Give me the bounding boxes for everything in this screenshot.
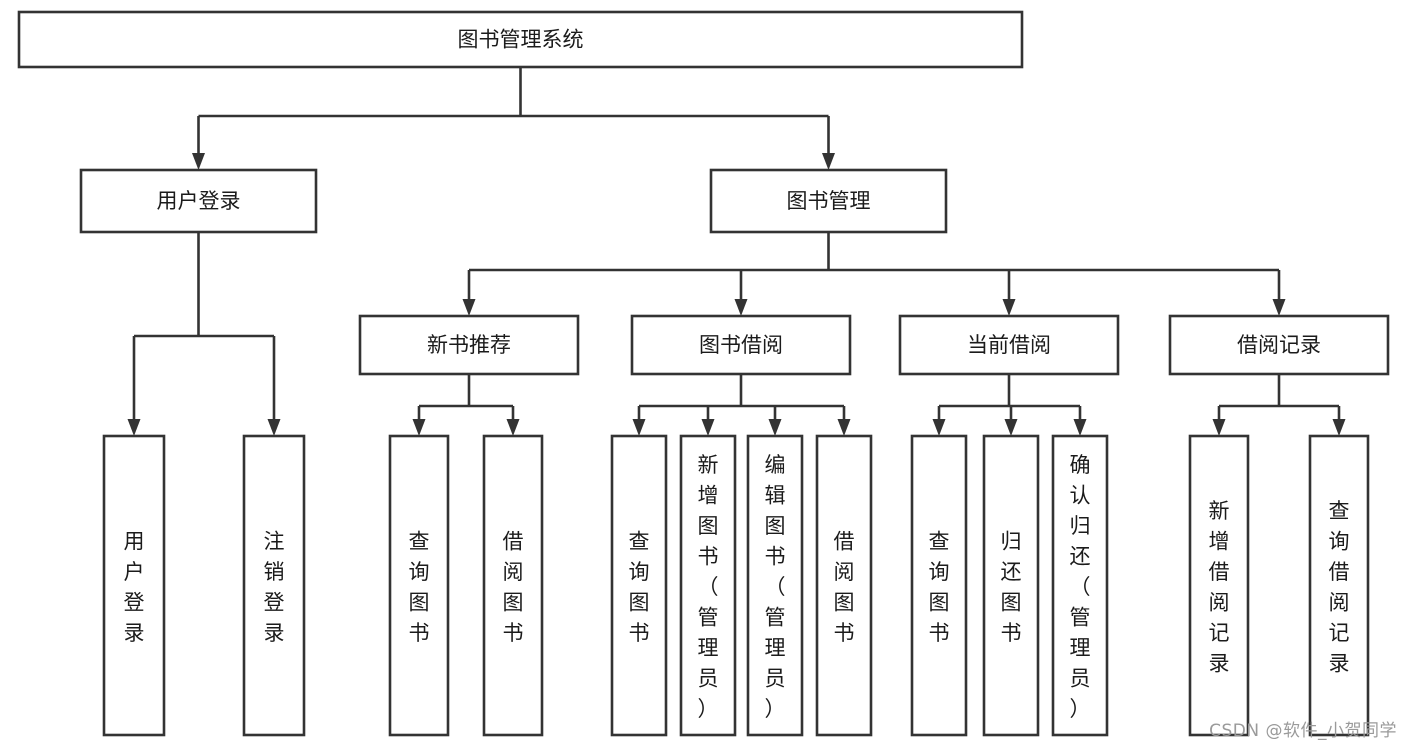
node-book-manage[interactable]: 图书管理 <box>709 168 948 234</box>
node-root[interactable]: 图书管理系统 <box>17 10 1024 69</box>
node-leaf-query-book-2[interactable]: 查询图书 <box>610 434 668 737</box>
node-layer: 图书管理系统用户登录图书管理新书推荐图书借阅当前借阅借阅记录用户登录注销登录查询… <box>17 10 1390 737</box>
node-label: 用户登录 <box>124 529 145 645</box>
node-user-login[interactable]: 用户登录 <box>79 168 318 234</box>
node-box[interactable] <box>910 434 968 737</box>
node-borrow-record[interactable]: 借阅记录 <box>1168 314 1390 376</box>
node-label: 当前借阅 <box>967 333 1051 357</box>
node-label: 确认归还（管理员） <box>1070 453 1091 721</box>
node-label: 借阅记录 <box>1237 333 1321 357</box>
node-label: 查询图书 <box>409 529 430 645</box>
node-label: 新书推荐 <box>427 333 511 357</box>
node-current-borrow[interactable]: 当前借阅 <box>898 314 1120 376</box>
node-label: 编辑图书（管理员） <box>765 453 786 721</box>
edge-group-root <box>192 67 835 170</box>
node-label: 查询图书 <box>929 529 950 645</box>
node-box[interactable] <box>746 434 804 737</box>
node-leaf-confirm-return[interactable]: 确认归还（管理员） <box>1051 434 1109 737</box>
node-box[interactable] <box>242 434 306 737</box>
node-label: 查询图书 <box>629 529 650 645</box>
node-leaf-logout[interactable]: 注销登录 <box>242 434 306 737</box>
node-box[interactable] <box>709 168 948 234</box>
node-box[interactable] <box>1308 434 1370 737</box>
node-box[interactable] <box>1051 434 1109 737</box>
node-label: 图书借阅 <box>699 333 783 357</box>
node-leaf-add-record[interactable]: 新增借阅记录 <box>1188 434 1250 737</box>
node-box[interactable] <box>630 314 852 376</box>
node-box[interactable] <box>610 434 668 737</box>
node-label: 归还图书 <box>1001 529 1022 645</box>
node-leaf-return-book[interactable]: 归还图书 <box>982 434 1040 737</box>
node-box[interactable] <box>679 434 737 737</box>
node-leaf-borrow-book-2[interactable]: 借阅图书 <box>815 434 873 737</box>
edge-group-book-manage <box>462 232 1286 316</box>
node-box[interactable] <box>815 434 873 737</box>
edge-group-new-book-recommend <box>412 374 520 436</box>
node-label: 图书管理系统 <box>458 28 584 52</box>
node-label: 借阅图书 <box>503 529 524 645</box>
node-box[interactable] <box>102 434 166 737</box>
csdn-watermark: CSDN @软件_小贺同学 <box>1209 721 1397 741</box>
node-leaf-user-login[interactable]: 用户登录 <box>102 434 166 737</box>
edge-group-book-borrow <box>632 374 851 436</box>
node-leaf-add-book[interactable]: 新增图书（管理员） <box>679 434 737 737</box>
node-box[interactable] <box>898 314 1120 376</box>
node-box[interactable] <box>388 434 450 737</box>
node-box[interactable] <box>79 168 318 234</box>
node-label: 用户登录 <box>157 189 241 213</box>
node-leaf-borrow-book-1[interactable]: 借阅图书 <box>482 434 544 737</box>
node-leaf-query-record[interactable]: 查询借阅记录 <box>1308 434 1370 737</box>
node-box[interactable] <box>982 434 1040 737</box>
node-box[interactable] <box>482 434 544 737</box>
node-label: 新增借阅记录 <box>1209 499 1230 676</box>
edge-group-current-borrow <box>932 374 1087 436</box>
connector-layer <box>127 67 1346 436</box>
node-new-book-recommend[interactable]: 新书推荐 <box>358 314 580 376</box>
node-box[interactable] <box>1168 314 1390 376</box>
node-leaf-query-book-3[interactable]: 查询图书 <box>910 434 968 737</box>
node-label: 图书管理 <box>787 189 871 213</box>
node-label: 查询借阅记录 <box>1329 499 1350 676</box>
node-label: 新增图书（管理员） <box>698 453 719 721</box>
node-leaf-edit-book[interactable]: 编辑图书（管理员） <box>746 434 804 737</box>
node-box[interactable] <box>17 10 1024 69</box>
node-label: 借阅图书 <box>834 529 855 645</box>
edge-group-user-login <box>127 232 281 436</box>
node-box[interactable] <box>358 314 580 376</box>
node-book-borrow[interactable]: 图书借阅 <box>630 314 852 376</box>
edge-group-borrow-record <box>1212 374 1346 436</box>
node-box[interactable] <box>1188 434 1250 737</box>
node-label: 注销登录 <box>264 529 285 645</box>
node-leaf-query-book-1[interactable]: 查询图书 <box>388 434 450 737</box>
